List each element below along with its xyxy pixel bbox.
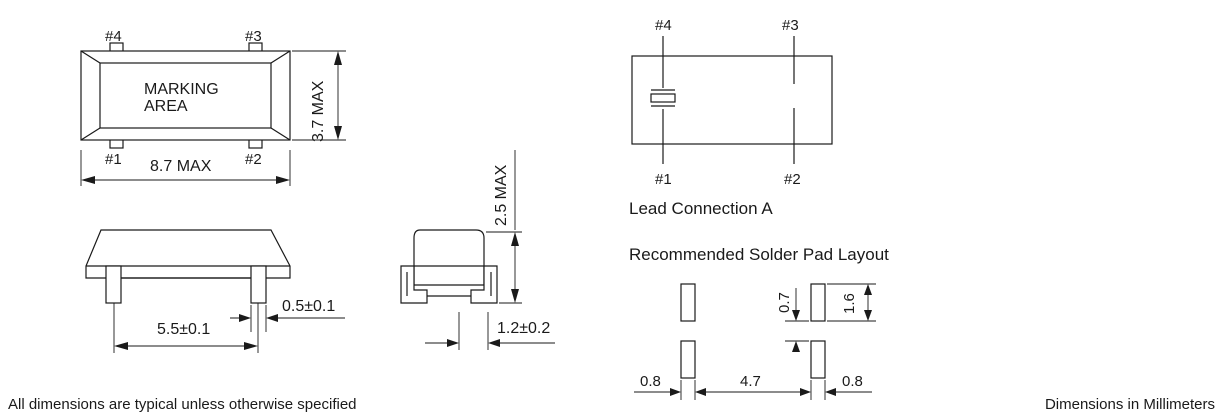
- arrow-head: [239, 314, 251, 322]
- pad-spacing-label: 4.7: [740, 373, 761, 390]
- height-dimension-label: 2.5 MAX: [493, 164, 510, 226]
- end-body: [413, 229, 485, 286]
- arrow-head: [864, 284, 872, 295]
- arrow-head: [244, 342, 258, 350]
- footer-note: All dimensions are typical unless otherw…: [8, 396, 357, 413]
- marking-area-label-line2: AREA: [144, 98, 188, 115]
- lead-pitch-label: 5.5±0.1: [157, 321, 210, 338]
- arrow-head: [488, 339, 500, 347]
- arrow-head: [334, 51, 342, 65]
- arrow-head: [447, 339, 459, 347]
- length-dimension-label: 8.7 MAX: [150, 158, 212, 175]
- crystal-symbol-body: [650, 93, 676, 103]
- pin4-label: #4: [105, 28, 122, 45]
- side-lead-right: [250, 265, 267, 304]
- pad-top-right: [810, 283, 826, 322]
- side-lead-left: [105, 265, 122, 304]
- pad-length-label: 1.6: [841, 293, 858, 314]
- arrow-head: [276, 176, 290, 184]
- units-note: Dimensions in Millimeters: [1045, 396, 1215, 413]
- side-view: 5.5±0.1 0.5±0.1: [85, 229, 345, 353]
- arrow-head: [670, 388, 681, 396]
- pad-bottom-left: [680, 340, 696, 379]
- width-dimension-label: 3.7 MAX: [310, 80, 327, 142]
- arrow-head: [511, 289, 519, 303]
- connection-pin2-label: #2: [784, 171, 801, 188]
- connection-pin3-label: #3: [782, 17, 799, 34]
- pin3-label: #3: [245, 28, 262, 45]
- pad-gap-label: 0.7: [776, 292, 793, 313]
- package-top-face: [99, 62, 272, 129]
- arrow-head: [114, 342, 128, 350]
- lead-length-label: 1.2±0.2: [497, 320, 550, 337]
- arrow-head: [81, 176, 95, 184]
- arrow-head: [864, 310, 872, 321]
- arrow-head: [825, 388, 836, 396]
- bevel-line: [80, 127, 101, 141]
- arrow-head: [792, 310, 800, 321]
- bevel-line: [80, 50, 101, 64]
- bevel-line: [270, 50, 291, 64]
- lead-connection-diagram: #4 #3 #1 #2 Lead Connection A: [629, 17, 833, 218]
- pad-top-left: [680, 283, 696, 322]
- connection-pin1-label: #1: [655, 171, 672, 188]
- lead-connection-caption: Lead Connection A: [629, 199, 773, 218]
- pin2-label: #2: [245, 151, 262, 168]
- solder-pad-title: Recommended Solder Pad Layout: [629, 245, 889, 264]
- end-view: 2.5 MAX 1.2±0.2: [400, 150, 555, 350]
- connection-package-outline: [631, 55, 833, 145]
- pad-bottom-right: [810, 340, 826, 379]
- arrow-head: [334, 126, 342, 140]
- arrow-head: [800, 388, 811, 396]
- bevel-line: [270, 127, 291, 141]
- pad-width-right-label: 0.8: [842, 373, 863, 390]
- pad-width-left-label: 0.8: [640, 373, 661, 390]
- marking-area-label-line1: MARKING: [144, 81, 219, 98]
- arrow-head: [695, 388, 706, 396]
- solder-pad-layout: Recommended Solder Pad Layout 0.7 1.6 0.…: [629, 245, 889, 400]
- arrow-head: [266, 314, 278, 322]
- package-body-outline: [80, 50, 291, 141]
- top-view: #4 #3 #1 #2 MARKING AREA 8.7 MAX 3.7 MAX: [80, 28, 346, 186]
- arrow-head: [511, 232, 519, 246]
- connection-pin4-label: #4: [655, 17, 672, 34]
- pin1-label: #1: [105, 151, 122, 168]
- lead-width-label: 0.5±0.1: [282, 298, 335, 315]
- arrow-head: [792, 341, 800, 352]
